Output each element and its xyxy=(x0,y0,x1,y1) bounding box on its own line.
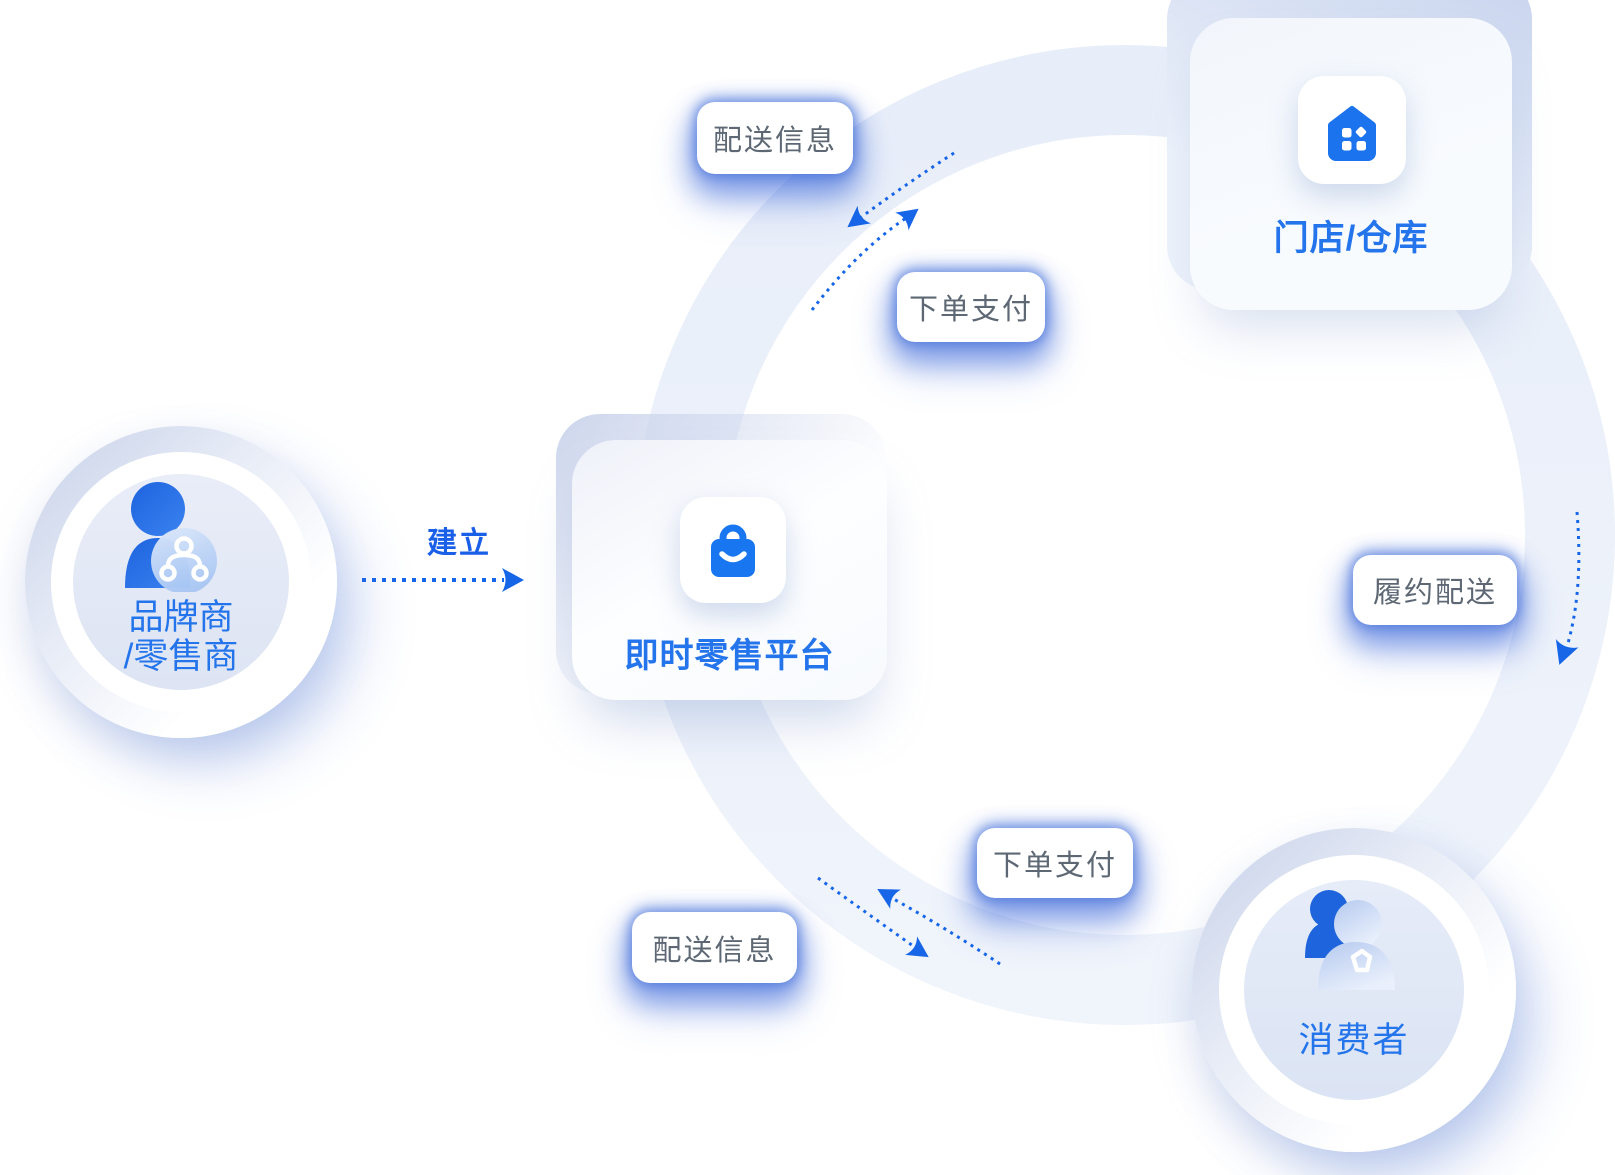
to-platform-top-arrowhead-icon xyxy=(847,205,871,228)
consumers-icon xyxy=(1305,890,1395,990)
brand-label-line2: /零售商 xyxy=(123,637,239,676)
pill-fulfillment-delivery-text: 履约配送 xyxy=(1372,577,1497,609)
fulfillment-arrow-line xyxy=(1564,511,1581,651)
brand-label-line1: 品牌商 xyxy=(128,598,234,637)
to-consumer-arrowhead-icon xyxy=(905,936,929,958)
arrow-to-platform-top-line xyxy=(859,151,955,220)
storefront-icon xyxy=(1328,106,1376,161)
pill-order-pay-bottom-text: 下单支付 xyxy=(992,850,1117,882)
pill-fulfillment-delivery: 履约配送 xyxy=(1353,555,1517,625)
pill-delivery-info-bottom: 配送信息 xyxy=(632,912,797,983)
consumer-node xyxy=(1192,828,1516,1152)
to-platform-bottom-arrowhead-icon xyxy=(877,889,901,909)
platform-node-label: 即时零售平台 xyxy=(624,637,835,675)
establish-arrowhead-icon xyxy=(502,568,524,592)
platform-icon-tile xyxy=(680,497,786,603)
to-store-arrowhead-icon xyxy=(895,208,919,231)
pill-delivery-info-top-text: 配送信息 xyxy=(712,125,837,157)
establish-edge-label: 建立 xyxy=(427,527,491,560)
arrow-to-platform-bottom-line xyxy=(889,895,1001,966)
pill-order-pay-bottom: 下单支付 xyxy=(977,828,1133,898)
pill-order-pay-top: 下单支付 xyxy=(897,272,1045,342)
pill-order-pay-top-text: 下单支付 xyxy=(908,294,1033,326)
pill-delivery-info-bottom-text: 配送信息 xyxy=(652,934,777,967)
brand-node-label: 品牌商 /零售商 xyxy=(25,598,337,676)
store-node-label: 门店/仓库 xyxy=(1273,219,1429,258)
fulfillment-arrowhead-icon xyxy=(1555,639,1579,665)
person-network-icon xyxy=(125,482,217,592)
pill-delivery-info-top: 配送信息 xyxy=(697,102,853,174)
shopping-bag-icon xyxy=(711,524,755,577)
store-icon-tile xyxy=(1298,76,1406,184)
consumer-node-label: 消费者 xyxy=(1298,1021,1410,1060)
